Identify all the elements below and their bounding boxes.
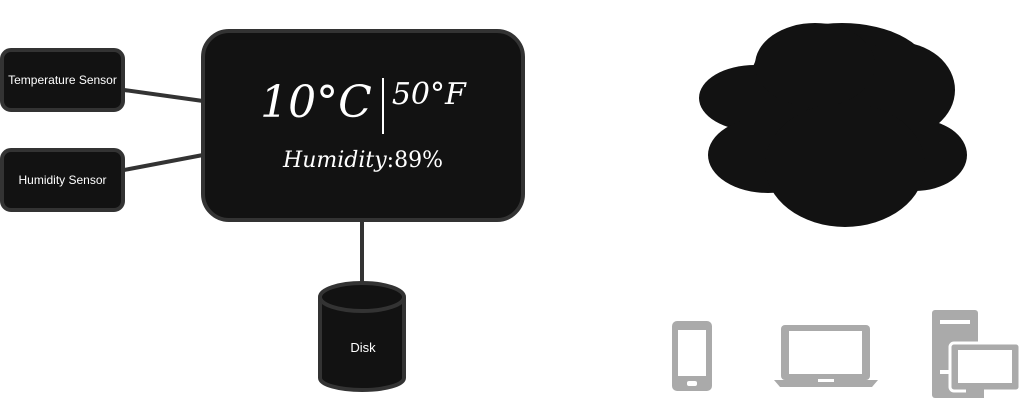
display-unit-box: 10°C 50°F Humidity:89% bbox=[201, 29, 525, 222]
humidity-connector bbox=[123, 153, 204, 172]
humidity-sensor-label: Humidity Sensor bbox=[18, 173, 107, 187]
cloud-icon bbox=[699, 23, 967, 227]
temperature-reading: 10°C 50°F bbox=[260, 78, 466, 134]
desktop-computer-icon bbox=[932, 310, 1020, 398]
temperature-fahrenheit: 50°F bbox=[391, 77, 466, 112]
temperature-sensor-box: Temperature Sensor bbox=[0, 48, 125, 112]
temperature-sensor-label: Temperature Sensor bbox=[8, 73, 117, 87]
laptop-icon bbox=[774, 325, 878, 387]
disk-icon bbox=[318, 281, 406, 392]
reading-divider bbox=[381, 78, 384, 134]
humidity-label: Humidity bbox=[283, 148, 387, 173]
humidity-sensor-box: Humidity Sensor bbox=[0, 148, 125, 212]
temperature-celsius: 10°C bbox=[260, 77, 372, 128]
smartphone-icon bbox=[672, 321, 712, 391]
temperature-connector bbox=[123, 88, 204, 103]
humidity-colon: : bbox=[386, 148, 395, 173]
disk-label: Disk bbox=[350, 340, 376, 355]
humidity-reading: Humidity:89% bbox=[283, 148, 443, 173]
humidity-value: 89% bbox=[394, 148, 443, 173]
